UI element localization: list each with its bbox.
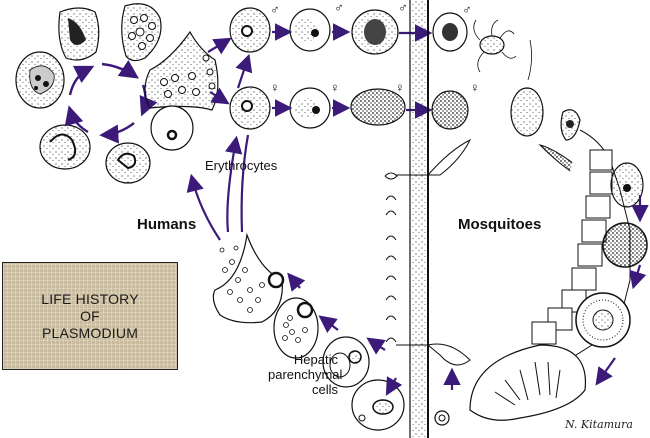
ruptured-hepatocyte-merozoites [212, 232, 285, 324]
oocyst-developing [602, 222, 648, 268]
artist-signature: N. Kitamura [565, 418, 633, 431]
female-symbol-2: ♀ [330, 80, 340, 95]
label-hepatic-cells: Hepatic parenchymal cells [268, 352, 343, 397]
female-symbol-3: ♀ [395, 80, 405, 95]
female-gametocyte-row [229, 86, 469, 130]
ruptured-rbc-merozoites [144, 30, 219, 111]
rbc-trophozoite-cell [15, 51, 65, 109]
oocyst-mature [575, 292, 631, 348]
cycle-arrows [64, 60, 158, 144]
hepatocyte-early-schizont [322, 336, 370, 388]
label-mosquitoes: Mosquitoes [458, 216, 542, 233]
hepatocyte-schizont [273, 297, 319, 359]
skin-barrier [384, 0, 472, 438]
male-gametocyte-row [229, 7, 468, 55]
sporozoite-in-hepatocyte [351, 379, 405, 431]
label-hepatic-line-2: parenchymal [268, 367, 343, 382]
rbc-segmenter-cell [121, 3, 162, 62]
label-humans: Humans [137, 216, 197, 233]
label-hepatic-line-1: Hepatic [293, 352, 338, 367]
ookinete [510, 39, 544, 137]
exflagellating-microgamete [473, 19, 517, 73]
ruptured-oocyst-sporozoites [434, 344, 587, 426]
label-hepatic-line-3: cells [311, 382, 338, 397]
male-symbol-3: ♂ [398, 0, 408, 15]
title-line-1: LIFE HISTORY [41, 290, 139, 307]
rbc-early-ring-cell [105, 142, 151, 184]
uninfected-rbc-with-merozoite [150, 105, 194, 151]
rbc-schizont-cell [58, 7, 100, 61]
female-symbol-1: ♀ [270, 80, 280, 95]
male-symbol-1: ♂ [270, 2, 280, 17]
liver-arrows [186, 134, 403, 396]
male-symbol-4: ♂ [462, 2, 472, 17]
diagram-title-box: LIFE HISTORY OF PLASMODIUM [2, 262, 178, 370]
female-symbol-4: ♀ [470, 80, 480, 95]
male-symbol-2: ♂ [334, 0, 344, 15]
rbc-ring-stage-cell [39, 124, 91, 170]
mosquito-arrows [443, 195, 649, 390]
title-line-2: OF [80, 307, 100, 324]
oocyst-early [610, 162, 644, 208]
title-line-3: PLASMODIUM [41, 324, 139, 341]
erythrocytic-cycle [15, 3, 162, 184]
label-erythrocytes: Erythrocytes [205, 158, 278, 173]
